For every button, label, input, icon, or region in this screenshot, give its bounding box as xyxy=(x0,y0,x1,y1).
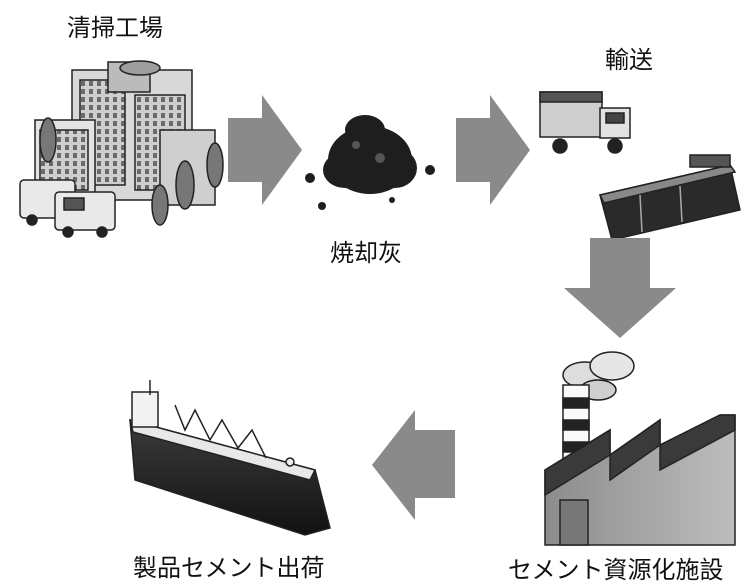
cargo-ship-icon xyxy=(128,380,331,536)
arrow-cement-to-ship xyxy=(372,410,455,520)
step-label-ash: 焼却灰 xyxy=(330,239,402,267)
step-label-cement: セメント資源化施設 xyxy=(508,556,724,584)
arrow-plant-to-ash xyxy=(228,95,302,205)
garbage-plant-icon xyxy=(19,60,224,238)
arrow-ash-to-transport xyxy=(456,95,530,205)
step-label-plant: 清掃工場 xyxy=(67,14,163,42)
truck-train-icon xyxy=(539,91,741,241)
ash-pile-icon xyxy=(305,115,435,210)
step-label-ship: 製品セメント出荷 xyxy=(133,554,325,582)
cement-factory-icon xyxy=(544,351,736,546)
arrow-transport-to-cement xyxy=(564,238,676,338)
step-label-transport: 輸送 xyxy=(605,46,653,74)
